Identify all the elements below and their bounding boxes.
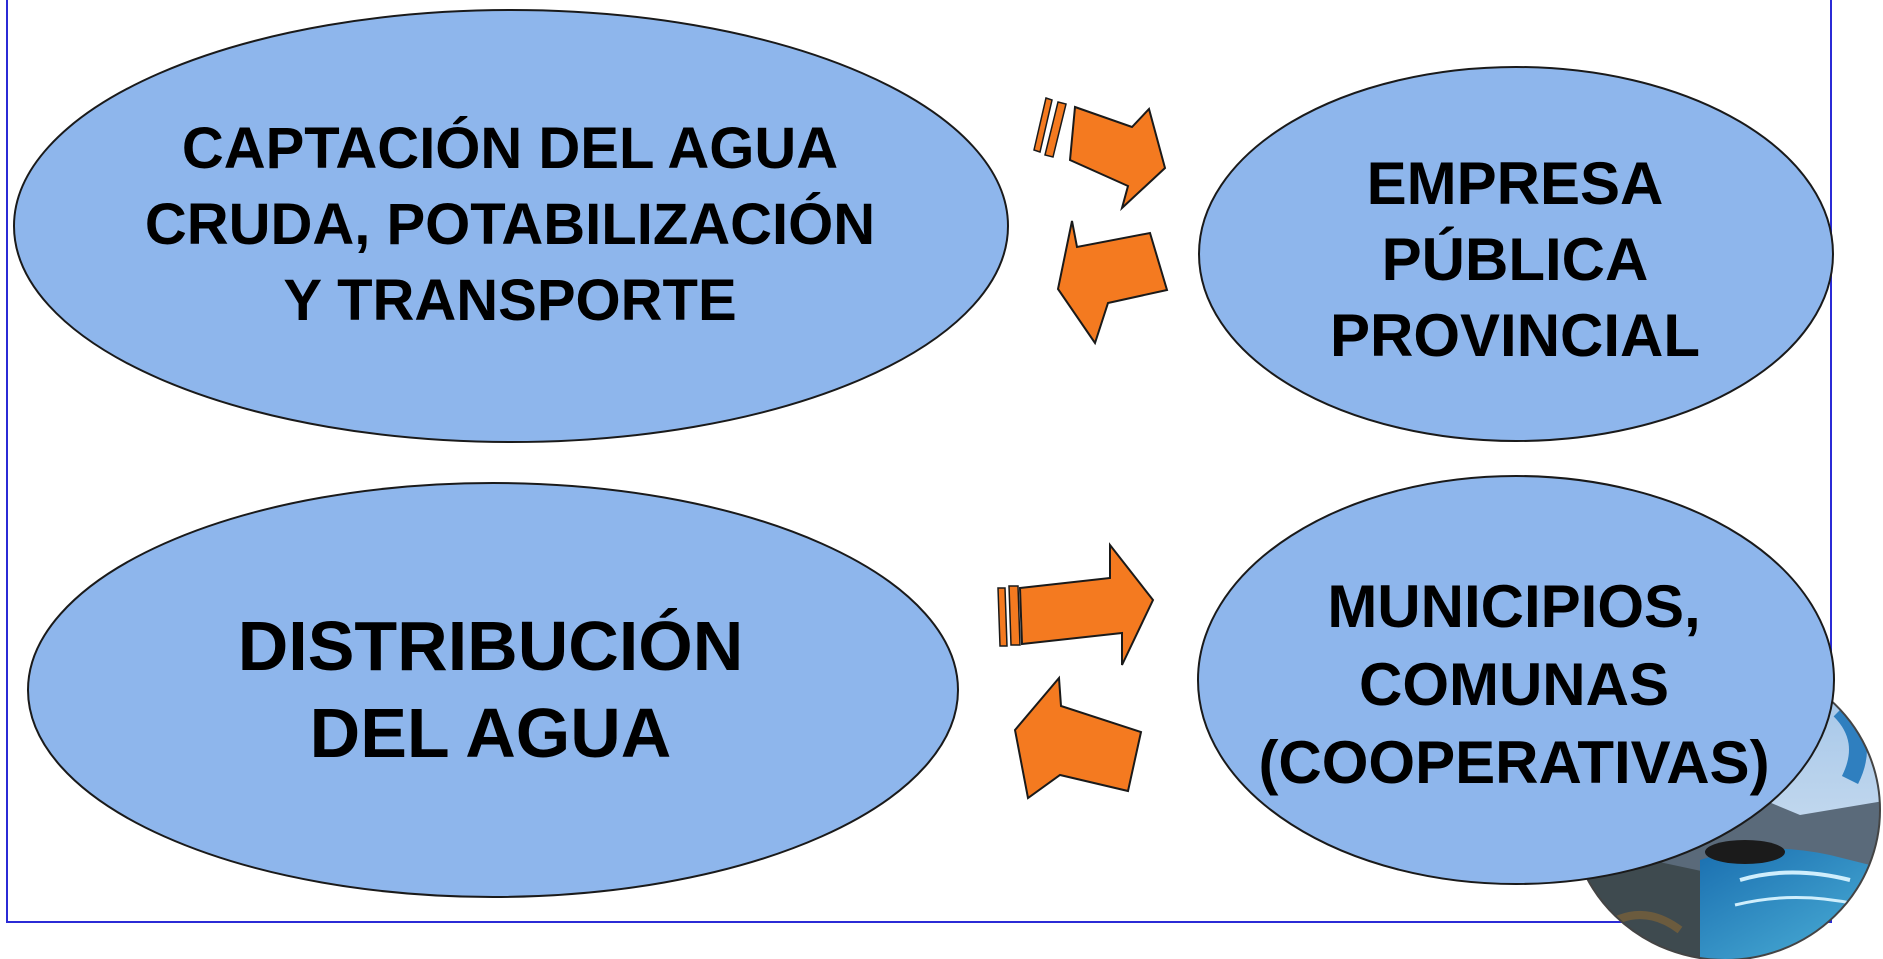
arrow-municipios-to-distribucion [1013, 675, 1143, 800]
node-empresa-label: EMPRESA PÚBLICA PROVINCIAL [1329, 150, 1701, 369]
node-distribucion-label: DISTRIBUCIÓN DEL AGUA [237, 607, 744, 772]
arrow-captacion-to-empresa [1033, 97, 1167, 212]
slide-frame [6, 0, 1832, 923]
arrow-empresa-to-captacion [1056, 220, 1169, 346]
node-municipios-label: MUNICIPIOS, COMUNAS (COOPERATIVAS) [1258, 573, 1770, 796]
node-municipios [1197, 475, 1835, 885]
node-empresa [1198, 66, 1834, 442]
arrow-distribucion-to-municipios [997, 542, 1155, 666]
node-captacion [13, 9, 1009, 443]
node-captacion-label: CAPTACIÓN DEL AGUA CRUDA, POTABILIZACIÓN… [144, 116, 876, 333]
node-distribucion [27, 482, 959, 898]
